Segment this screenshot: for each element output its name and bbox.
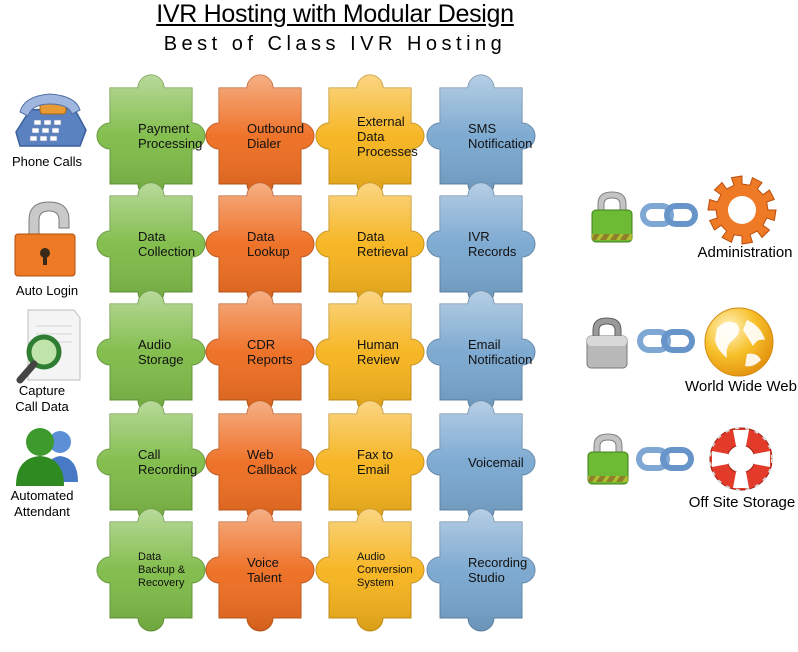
puzzle-piece <box>96 400 206 524</box>
puzzle-piece-shine <box>316 183 424 305</box>
left-label-automated-attendant: Automated Attendant <box>10 488 74 519</box>
puzzle-piece-label: Email Notification <box>468 337 533 367</box>
puzzle-piece-shine <box>206 183 314 305</box>
page-title: IVR Hosting with Modular Design <box>156 0 514 28</box>
puzzle-piece <box>205 74 315 198</box>
puzzle-piece-shine <box>97 509 205 631</box>
puzzle-piece-shine <box>206 401 314 523</box>
chain-link-icon <box>637 326 695 361</box>
right-label-administration: Administration <box>697 244 793 261</box>
lock-icon <box>585 316 629 375</box>
life-ring-icon <box>706 424 776 499</box>
puzzle-piece <box>96 182 206 306</box>
globe-icon <box>703 306 775 383</box>
puzzle-piece-shine <box>427 75 535 197</box>
puzzle-piece-label: Data Retrieval <box>357 229 409 259</box>
right-label-off-site-storage: Off Site Storage <box>688 494 796 511</box>
padlock-open-icon <box>13 198 79 285</box>
puzzle-piece-label: Payment Processing <box>138 121 203 151</box>
puzzle-piece-shine <box>97 401 205 523</box>
puzzle-piece <box>426 182 536 306</box>
right-label-world-wide-web: World Wide Web <box>685 378 797 395</box>
lock-icon <box>586 432 630 491</box>
puzzle-piece-label: Outbound Dialer <box>247 121 305 151</box>
puzzle-piece-label: Data Lookup <box>247 229 290 259</box>
phone-icon <box>10 92 90 157</box>
puzzle-piece-label: CDR Reports <box>247 337 293 367</box>
puzzle-piece-shine <box>97 291 205 413</box>
puzzle-piece-shine <box>316 509 424 631</box>
chain-link-icon <box>636 444 694 479</box>
puzzle-piece <box>426 400 536 524</box>
left-label-capture-call-data: Capture Call Data <box>15 383 69 414</box>
puzzle-piece-label: Web Callback <box>247 447 297 477</box>
puzzle-piece <box>96 290 206 414</box>
users-icon <box>14 424 80 493</box>
puzzle-piece-label: External Data Processes <box>357 114 418 159</box>
puzzle-piece <box>96 508 206 632</box>
puzzle-piece-shine <box>427 291 535 413</box>
puzzle-piece <box>205 182 315 306</box>
puzzle-piece-label: IVR Records <box>468 229 517 259</box>
puzzle-piece-label: Fax to Email <box>357 447 394 477</box>
gear-icon <box>706 174 778 251</box>
puzzle-piece <box>315 182 425 306</box>
puzzle-piece <box>426 74 536 198</box>
lock-icon <box>590 190 634 249</box>
puzzle-piece-label: SMS Notification <box>468 121 533 151</box>
puzzle-piece-shine <box>206 291 314 413</box>
puzzle-piece-shine <box>427 183 535 305</box>
puzzle-piece-label: Voice Talent <box>247 555 282 585</box>
puzzle-piece <box>205 290 315 414</box>
puzzle-piece <box>315 74 425 198</box>
puzzle-piece-label: Audio Conversion System <box>357 551 413 589</box>
puzzle-piece-label: Recording Studio <box>468 555 528 585</box>
puzzle-piece <box>205 400 315 524</box>
puzzle-piece-label: Call Recording <box>138 447 198 477</box>
chain-link-icon <box>640 200 698 235</box>
puzzle-piece-shine <box>427 401 535 523</box>
puzzle-piece-label: Voicemail <box>468 455 524 470</box>
puzzle-piece-shine <box>427 509 535 631</box>
puzzle-piece <box>205 508 315 632</box>
puzzle-piece-shine <box>316 75 424 197</box>
puzzle-piece-label: Human Review <box>357 337 400 367</box>
puzzle-piece-shine <box>316 291 424 413</box>
puzzle-piece <box>315 290 425 414</box>
puzzle-piece-label: Audio Storage <box>138 337 184 367</box>
left-label-phone-calls: Phone Calls <box>11 154 83 169</box>
puzzle-piece <box>426 290 536 414</box>
puzzle-piece-shine <box>97 183 205 305</box>
magnifier-document-icon <box>14 308 84 389</box>
puzzle-piece-label: Data Collection <box>138 229 196 259</box>
puzzle-piece-label: Data Backup & Recovery <box>138 551 186 589</box>
puzzle-piece-shine <box>206 509 314 631</box>
puzzle-piece <box>426 508 536 632</box>
puzzle-piece <box>96 74 206 198</box>
page-subtitle: Best of Class IVR Hosting <box>163 33 507 55</box>
puzzle-piece-shine <box>97 75 205 197</box>
puzzle-piece-shine <box>206 75 314 197</box>
puzzle-piece <box>315 508 425 632</box>
puzzle-piece <box>315 400 425 524</box>
puzzle-piece-shine <box>316 401 424 523</box>
left-label-auto-login: Auto Login <box>15 283 79 298</box>
